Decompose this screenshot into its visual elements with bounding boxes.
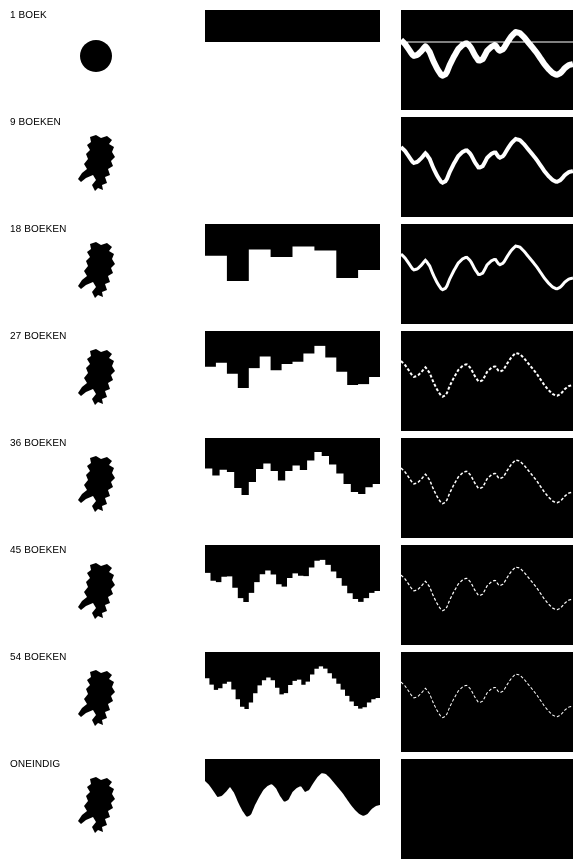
error-trace — [401, 136, 573, 185]
book-row: 27 BOEKEN — [0, 321, 573, 431]
row-label: 45 BOEKEN — [10, 545, 67, 556]
profile-fill — [205, 652, 380, 709]
row-label: ONEINDIG — [10, 759, 61, 770]
error-panel — [401, 331, 573, 431]
error-panel — [401, 545, 573, 645]
row-label: 36 BOEKEN — [10, 438, 67, 449]
profile-panel — [205, 10, 380, 42]
book-row: 1 BOEK — [0, 0, 573, 110]
profile-panel — [205, 331, 380, 388]
profile-panel — [205, 545, 380, 602]
book-row: 54 BOEKEN — [0, 642, 573, 752]
book-row: ONEINDIG — [0, 749, 573, 859]
netherlands-map-icon — [78, 135, 115, 191]
book-row: 45 BOEKEN — [0, 535, 573, 645]
error-panel — [401, 10, 573, 110]
error-panel — [401, 759, 573, 859]
netherlands-map-icon — [78, 777, 115, 833]
error-background — [401, 331, 573, 431]
profile-fill — [205, 759, 380, 817]
profile-panel — [205, 117, 380, 217]
netherlands-map-icon — [78, 349, 115, 405]
error-panel — [401, 652, 573, 752]
book-row: 36 BOEKEN — [0, 428, 573, 538]
error-trace — [401, 351, 573, 398]
profile-fill — [205, 224, 380, 281]
row-label: 54 BOEKEN — [10, 652, 67, 663]
circle-icon — [80, 40, 112, 72]
netherlands-map-icon — [78, 563, 115, 619]
error-background — [401, 652, 573, 752]
profile-panel — [205, 759, 380, 817]
error-trace — [401, 244, 573, 292]
error-panel — [401, 224, 573, 324]
error-background — [401, 224, 573, 324]
profile-fill — [205, 438, 380, 495]
book-row: 9 BOEKEN — [0, 107, 573, 217]
profile-panel — [205, 224, 380, 281]
error-panel — [401, 438, 573, 538]
profile-fill — [205, 10, 380, 42]
row-label: 1 BOEK — [10, 10, 47, 21]
netherlands-map-icon — [78, 242, 115, 298]
error-trace — [401, 566, 573, 612]
error-panel — [401, 117, 573, 217]
profile-fill — [205, 545, 380, 602]
book-row: 18 BOEKEN — [0, 214, 573, 324]
row-label: 9 BOEKEN — [10, 117, 61, 128]
error-trace — [401, 459, 573, 505]
error-background — [401, 545, 573, 645]
error-background — [401, 10, 573, 110]
profile-fill — [205, 331, 380, 388]
row-label: 27 BOEKEN — [10, 331, 67, 342]
profile-panel — [205, 438, 380, 495]
netherlands-map-icon — [78, 456, 115, 512]
error-background — [401, 759, 573, 859]
error-trace — [401, 29, 573, 79]
error-background — [401, 438, 573, 538]
netherlands-map-icon — [78, 670, 115, 726]
row-label: 18 BOEKEN — [10, 224, 67, 235]
error-background — [401, 117, 573, 217]
profile-panel — [205, 652, 380, 709]
error-trace — [401, 673, 573, 719]
